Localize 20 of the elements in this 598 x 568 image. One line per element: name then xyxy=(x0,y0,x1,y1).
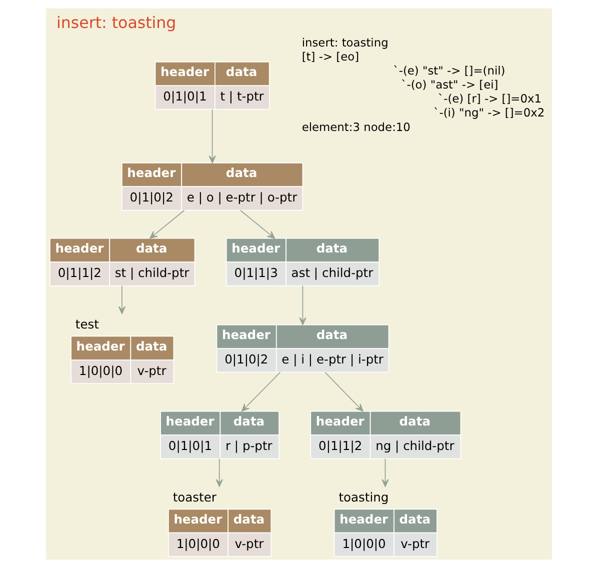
arrow xyxy=(150,210,185,239)
label: insert: toasting xyxy=(302,35,388,50)
arrow xyxy=(240,210,276,239)
label: element:3 node:10 xyxy=(302,120,410,134)
node-label: toaster xyxy=(172,490,216,504)
arrow xyxy=(242,372,281,412)
arrow xyxy=(118,285,126,314)
node-label: test xyxy=(75,318,99,332)
label: `-(e) [r] -> []=0x1 xyxy=(438,92,542,106)
diagram-title: insert: toasting xyxy=(56,13,176,32)
arrow xyxy=(382,458,389,487)
label: `-(i) "ng" -> []=0x2 xyxy=(434,106,545,120)
label: `-(o) "ast" -> [ei] xyxy=(401,78,498,92)
arrow xyxy=(208,109,216,164)
label: [t] -> [eo] xyxy=(302,50,360,64)
arrow xyxy=(216,458,223,487)
arrow xyxy=(324,372,364,412)
label: `-(e) "st" -> []=(nil) xyxy=(393,64,506,78)
arrow xyxy=(299,285,306,326)
node-label: toasting xyxy=(338,490,389,504)
